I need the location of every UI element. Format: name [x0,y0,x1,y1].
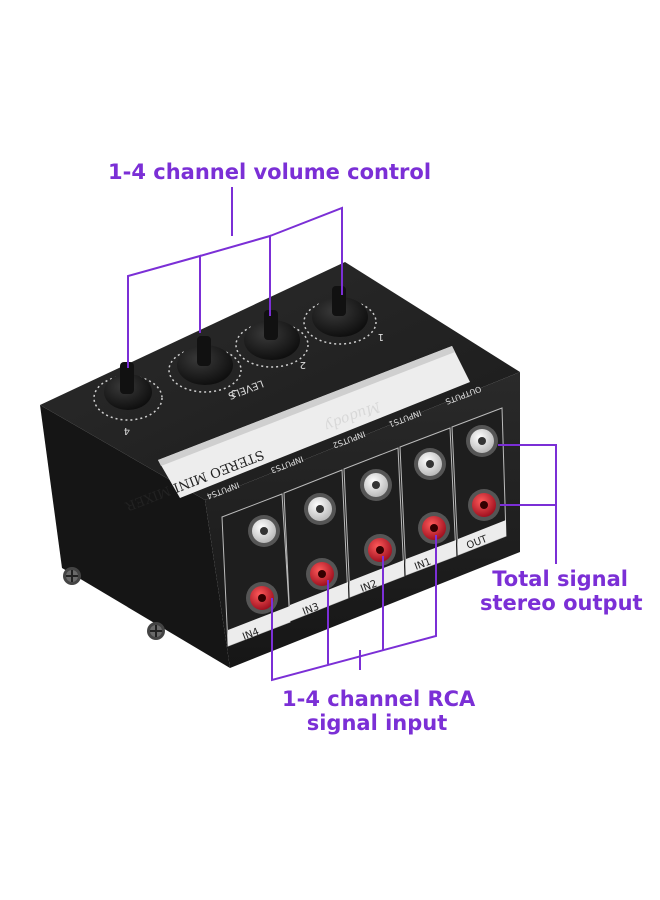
rca-jack-out-left[interactable] [466,425,498,457]
rca-jack-in3-right[interactable] [306,558,338,590]
svg-text:2: 2 [300,359,306,370]
volume-knob-3[interactable]: 3 [168,336,242,398]
output-callout-line-1: Total signal [492,567,628,591]
rca-jack-in2-right[interactable] [364,534,396,566]
rca-jack-in2-left[interactable] [360,469,392,501]
input-callout-line-1: 1-4 channel RCA [282,687,476,711]
rca-jack-in4-right[interactable] [246,582,278,614]
volume-callout-lines [127,187,343,368]
input-callout-lines [271,535,437,682]
input-callout: 1-4 channel RCA signal input [282,687,476,735]
volume-control-callout: 1-4 channel volume control [108,160,432,184]
screw-icon [63,567,81,585]
volume-knob-4[interactable]: 4 [93,362,163,436]
box-top [40,262,520,500]
label-band [158,346,470,498]
input-callout-line-2: signal input [306,711,448,735]
svg-text:1: 1 [378,331,384,342]
rca-jack-in1-left[interactable] [414,448,446,480]
rca-jack-in3-left[interactable] [304,493,336,525]
output-callout: Total signal stereo output [480,567,643,615]
svg-text:3: 3 [231,387,237,398]
screw-icon [147,622,165,640]
box-left-side [40,405,230,668]
rca-jack-out-right[interactable] [468,489,500,521]
rca-jack-in4-left[interactable] [248,515,280,547]
volume-knob-2[interactable]: 2 [235,310,309,370]
rca-jack-in1-right[interactable] [418,512,450,544]
output-callout-lines [498,444,557,564]
svg-text:4: 4 [124,425,130,436]
output-callout-line-2: stereo output [480,591,643,615]
